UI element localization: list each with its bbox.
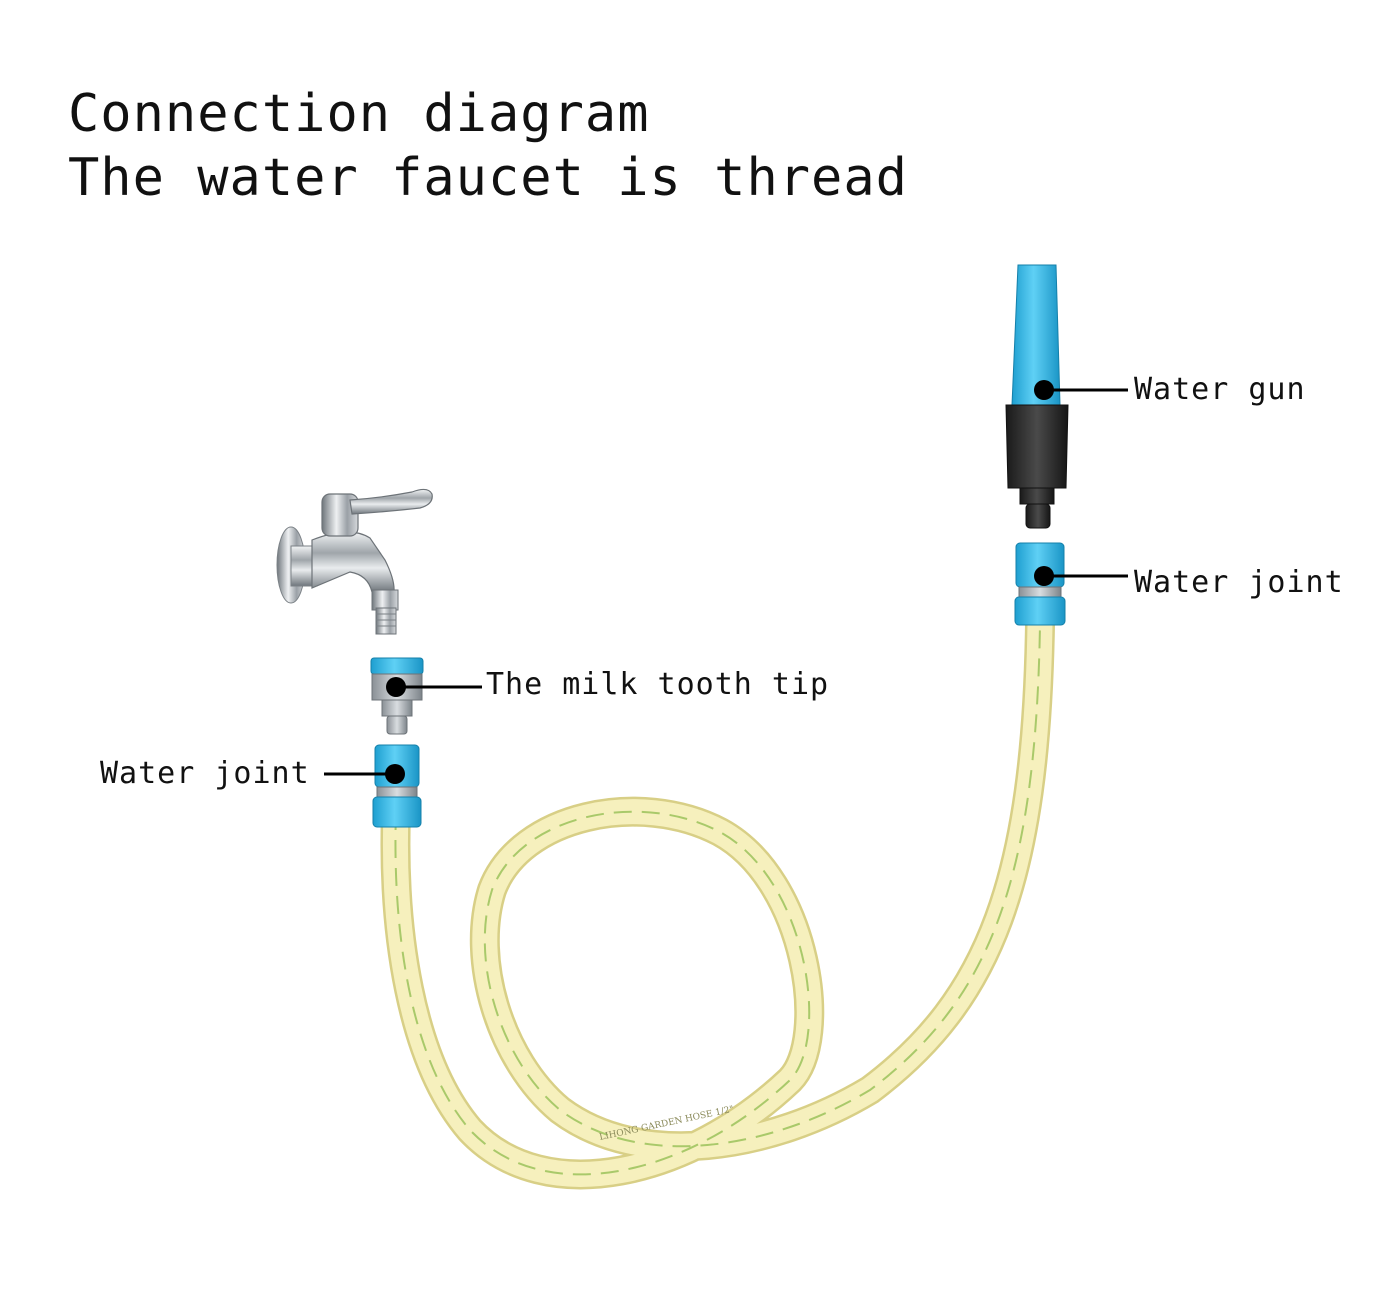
label-water-joint-right: Water joint bbox=[1134, 565, 1344, 600]
pointer-water-joint-right bbox=[1034, 566, 1128, 586]
diagram-subtitle: The water faucet is thread bbox=[68, 148, 908, 208]
hose-connector-icon bbox=[372, 744, 422, 828]
label-water-gun: Water gun bbox=[1134, 372, 1306, 407]
label-milk-tooth-tip: The milk tooth tip bbox=[486, 667, 830, 702]
label-water-joint-left: Water joint bbox=[100, 756, 310, 791]
pointer-milk-tooth-tip bbox=[386, 677, 482, 697]
garden-hose bbox=[380, 623, 1055, 1190]
spray-gun-icon bbox=[1005, 264, 1069, 529]
pointer-water-gun bbox=[1034, 380, 1128, 400]
faucet-icon bbox=[276, 488, 433, 635]
pointer-water-joint-left bbox=[324, 764, 405, 784]
diagram-title: Connection diagram bbox=[68, 84, 650, 144]
